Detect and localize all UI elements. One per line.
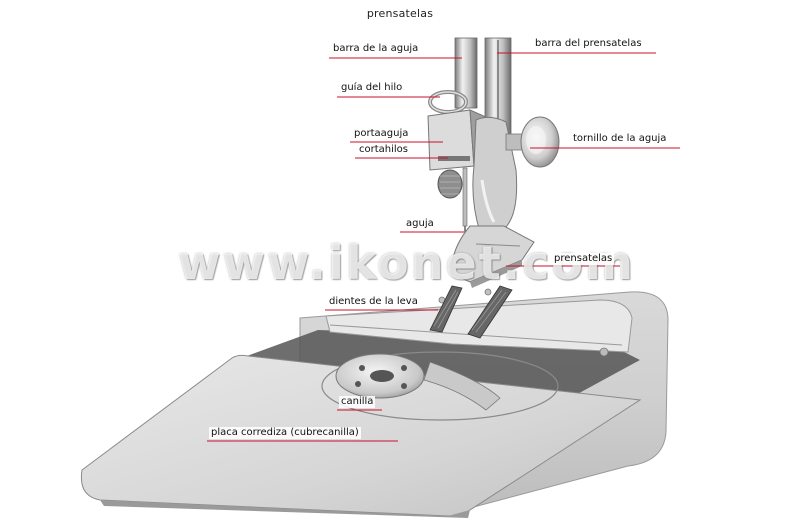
presser-foot bbox=[451, 225, 535, 288]
label-canilla: canilla bbox=[339, 396, 376, 408]
label-barra-prensatelas: barra del prensatelas bbox=[533, 38, 644, 50]
label-placa-corrediza: placa corrediza (cubrecanilla) bbox=[209, 427, 361, 439]
leader-lines bbox=[207, 52, 680, 442]
label-barra-aguja: barra de la aguja bbox=[331, 43, 421, 55]
label-prensatelas: prensatelas bbox=[552, 253, 615, 265]
feed-dogs bbox=[429, 285, 513, 339]
label-dientes-leva: dientes de la leva bbox=[327, 296, 420, 308]
label-portaaguja: portaaguja bbox=[352, 128, 411, 140]
thread-guide bbox=[428, 90, 468, 114]
label-cortahilos: cortahilos bbox=[357, 144, 410, 156]
label-tornillo-aguja: tornillo de la aguja bbox=[571, 133, 669, 145]
diagram-title: prensatelas bbox=[366, 7, 434, 20]
label-guia-hilo: guía del hilo bbox=[339, 82, 405, 94]
presser-shank bbox=[472, 116, 560, 233]
bobbin bbox=[321, 351, 559, 421]
label-aguja: aguja bbox=[404, 218, 436, 230]
